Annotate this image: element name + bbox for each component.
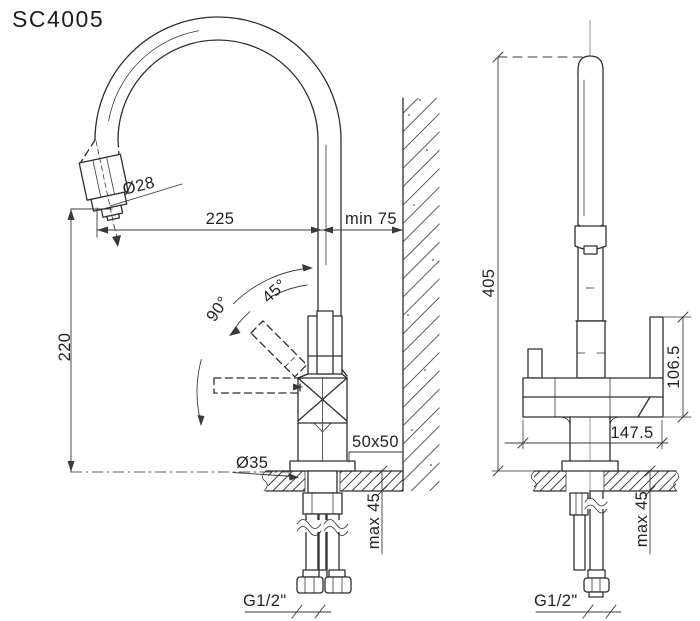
model-number: SC4005 [12, 6, 104, 32]
dim-body-section: 50x50 [352, 433, 399, 451]
base-plate-front [289, 460, 356, 472]
dim-total-height: 405 [480, 269, 498, 298]
base-plate-side [561, 460, 619, 472]
water-flow-arrow [112, 235, 121, 247]
front-handle-side [527, 348, 543, 379]
dim-angle-45: 45° [259, 276, 290, 307]
countertop-front [261, 470, 404, 492]
handle-45deg-dashed [250, 320, 308, 378]
dim-thread-side: G1/2" [534, 592, 578, 610]
body-front [297, 377, 348, 469]
dim-outlet-height: 220 [56, 333, 74, 362]
mounting-front [296, 470, 352, 594]
dim-hole-diameter: Ø35 [236, 454, 268, 472]
faucet-side [522, 55, 664, 598]
dim-spout-reach: 225 [206, 210, 235, 228]
countertop-side [530, 470, 680, 492]
dim-max-counter-front: max 45 [365, 493, 383, 550]
spray-head [78, 140, 129, 228]
rear-handle-side [649, 316, 664, 379]
side-view: 405 106.5 147.5 max 45 G1/2" [480, 20, 692, 619]
dim-handle-height: 106.5 [665, 345, 683, 388]
dim-max-counter-side: max 45 [633, 491, 651, 548]
dim-spout-diameter: Ø28 [121, 173, 157, 198]
dim-angle-90: 90° [203, 293, 233, 325]
wall-section [402, 97, 440, 492]
water-flow-line [113, 225, 118, 237]
dim-thread-front: G1/2" [243, 592, 287, 610]
wall-texture-dots [407, 99, 434, 466]
dim-min-wall: min 75 [345, 210, 397, 228]
body-side [522, 377, 664, 418]
front-dimensions: 225 min 75 220 90° 45° Ø28 Ø35 [56, 173, 404, 619]
side-dimensions: 405 106.5 147.5 max 45 G1/2" [480, 51, 692, 619]
faucet-front [78, 16, 356, 594]
handle-front [297, 310, 348, 379]
mounting-side [569, 490, 610, 598]
dim-body-depth: 147.5 [610, 424, 653, 442]
front-view: 225 min 75 220 90° 45° Ø28 Ø35 [56, 16, 440, 619]
handle-90deg-dashed [213, 377, 303, 394]
